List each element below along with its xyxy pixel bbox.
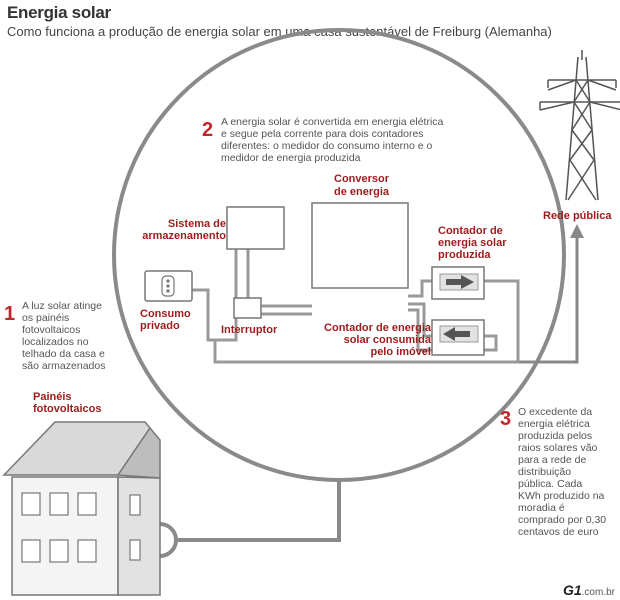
svg-text:produzida pelos: produzida pelos	[518, 430, 592, 442]
label-panels: Painéis fotovoltaicos	[33, 391, 101, 415]
svg-text:A energia solar é convertida e: A energia solar é convertida em energia …	[221, 116, 444, 128]
label-storage: Sistema de armazenamento	[142, 218, 226, 242]
label-converter: Conversor de energia	[334, 173, 390, 198]
svg-text:fotovoltaicos: fotovoltaicos	[33, 403, 101, 415]
storage-box	[226, 206, 285, 250]
svg-text:privado: privado	[140, 320, 180, 332]
svg-text:energia solar: energia solar	[438, 237, 507, 249]
label-private-consumption: Consumo privado	[140, 308, 191, 332]
svg-text:moradia é: moradia é	[518, 502, 565, 514]
svg-text:pelo imóvel: pelo imóvel	[370, 346, 431, 358]
step-2-number: 2	[202, 119, 213, 141]
svg-text:Painéis: Painéis	[33, 391, 72, 403]
page-subtitle: Como funciona a produção de energia sola…	[7, 24, 552, 39]
svg-text:armazenamento: armazenamento	[142, 230, 226, 242]
switch-box	[233, 297, 262, 319]
step-1-number: 1	[4, 303, 15, 325]
svg-text:produzida: produzida	[438, 249, 491, 261]
label-switch: Interruptor	[221, 324, 278, 336]
label-meter-consumed: Contador de energia solar consumida pelo…	[324, 322, 432, 358]
svg-text:de energia: de energia	[334, 186, 390, 198]
svg-text:diferentes: o medidor do consu: diferentes: o medidor do consumo interno…	[221, 140, 432, 152]
svg-text:pública. Cada: pública. Cada	[518, 478, 582, 490]
svg-text:Consumo: Consumo	[140, 308, 191, 320]
svg-text:energia elétrica: energia elétrica	[518, 418, 590, 430]
step-3-text: O excedente da energia elétrica produzid…	[518, 406, 606, 538]
power-pylon-icon	[539, 50, 620, 201]
svg-text:telhado da casa e: telhado da casa e	[22, 348, 105, 360]
wiring-lines	[192, 249, 520, 364]
meter-consumed-box	[431, 319, 485, 356]
svg-text:medidor de energia produzida: medidor de energia produzida	[221, 152, 361, 164]
arrow-left-icon	[443, 327, 470, 341]
house-illustration	[2, 421, 161, 596]
svg-text:comprado por 0,30: comprado por 0,30	[518, 514, 606, 526]
label-meter-produced: Contador de energia solar produzida	[438, 225, 507, 261]
converter-box	[311, 202, 409, 289]
svg-text:Sistema de: Sistema de	[168, 218, 226, 230]
svg-text:raios solares vão: raios solares vão	[518, 442, 598, 454]
page-title: Energia solar	[7, 3, 111, 22]
outlet-icon	[144, 270, 193, 302]
svg-text:Contador de energia: Contador de energia	[324, 322, 432, 334]
svg-text:são armazenados: são armazenados	[22, 360, 105, 372]
svg-text:fotovoltaicos: fotovoltaicos	[22, 324, 80, 336]
label-public-grid: Rede pública	[543, 210, 612, 222]
meter-produced-box	[431, 266, 485, 300]
svg-text:e segue pela corrente para doi: e segue pela corrente para dois contador…	[221, 128, 424, 140]
arrow-right-icon	[446, 275, 474, 289]
svg-text:A luz solar atinge: A luz solar atinge	[22, 300, 102, 312]
svg-text:distribuição: distribuição	[518, 466, 571, 478]
svg-text:Contador de: Contador de	[438, 225, 503, 237]
svg-text:O excedente da: O excedente da	[518, 406, 592, 418]
step-3-number: 3	[500, 408, 511, 430]
svg-text:centavos de euro: centavos de euro	[518, 526, 599, 538]
svg-text:KWh produzido na: KWh produzido na	[518, 490, 605, 502]
step-1-text: A luz solar atinge os painéis fotovoltai…	[22, 300, 105, 372]
connector-line	[176, 480, 341, 542]
svg-text:solar consumida: solar consumida	[344, 334, 432, 346]
credit-logo: G1.com.br	[562, 582, 615, 598]
svg-text:localizados no: localizados no	[22, 336, 89, 348]
svg-text:para a rede de: para a rede de	[518, 454, 586, 466]
svg-text:Conversor: Conversor	[334, 173, 390, 185]
svg-text:os painéis: os painéis	[22, 312, 69, 324]
step-2-text: A energia solar é convertida em energia …	[221, 116, 444, 164]
